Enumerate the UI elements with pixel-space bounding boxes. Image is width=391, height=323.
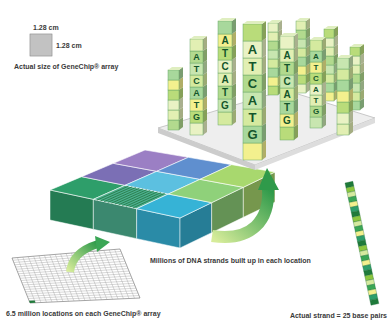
base-letter: A bbox=[218, 73, 232, 86]
actual-size-chip bbox=[30, 34, 52, 56]
base-letter: A bbox=[280, 49, 294, 62]
base-letter: C bbox=[190, 75, 203, 87]
caption-label: 1.28 cm bbox=[56, 41, 82, 50]
base-letter: A bbox=[190, 51, 203, 63]
base-letter: C bbox=[310, 73, 322, 84]
base-letter: C bbox=[243, 75, 262, 92]
base-letter: G bbox=[218, 99, 232, 112]
base-letter: A bbox=[243, 92, 262, 109]
base-letter: G bbox=[280, 114, 294, 127]
dna-strands bbox=[168, 18, 364, 160]
base-letter: T bbox=[190, 99, 203, 111]
base-letter: G bbox=[190, 111, 203, 123]
base-letter: T bbox=[190, 63, 203, 75]
base-letter: C bbox=[280, 75, 294, 88]
platform bbox=[158, 90, 375, 165]
platform-edge bbox=[255, 118, 375, 170]
base-letter: A bbox=[310, 51, 322, 62]
platform-edge bbox=[158, 128, 255, 170]
caption-label: 6.5 million locations on each GeneChip® … bbox=[6, 309, 161, 318]
base-letter: T bbox=[218, 86, 232, 99]
base-letter: T bbox=[218, 47, 232, 60]
base-letter: A bbox=[218, 34, 232, 47]
base-letter: G bbox=[243, 126, 262, 143]
caption-label: 1.28 cm bbox=[33, 23, 59, 32]
single-strand bbox=[345, 181, 379, 305]
base-letter: G bbox=[310, 106, 322, 117]
base-letter: A bbox=[310, 84, 322, 95]
base-letter: T bbox=[280, 62, 294, 75]
base-letter: T bbox=[243, 109, 262, 126]
base-letter: C bbox=[218, 60, 232, 73]
base-letter: T bbox=[310, 62, 322, 73]
base-letter: T bbox=[280, 101, 294, 114]
green-arrows bbox=[70, 168, 279, 272]
base-letter: T bbox=[310, 95, 322, 106]
base-letter: A bbox=[280, 88, 294, 101]
caption-label: Actual strand = 25 base pairs bbox=[290, 311, 387, 320]
caption-label: Millions of DNA strands built up in each… bbox=[150, 256, 311, 265]
base-letter: T bbox=[243, 58, 262, 75]
caption-label: Actual size of GeneChip® array bbox=[14, 62, 118, 71]
base-letter: A bbox=[190, 87, 203, 99]
base-letter: A bbox=[243, 41, 262, 58]
